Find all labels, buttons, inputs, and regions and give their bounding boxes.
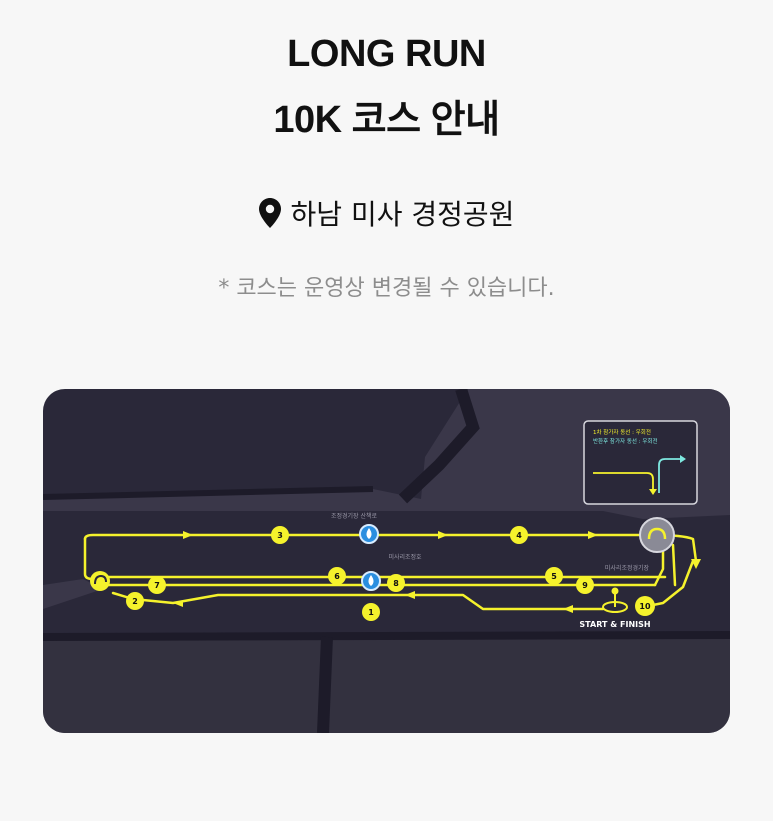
notice-text: * 코스는 운영상 변경될 수 있습니다. (218, 276, 555, 301)
course-map: 1 2 3 4 5 6 7 8 9 10 START & FINISH 조정경기… (43, 389, 730, 733)
marker-8: 8 (387, 574, 405, 592)
course-map-svg: 1 2 3 4 5 6 7 8 9 10 START & FINISH 조정경기… (43, 389, 730, 733)
svg-text:9: 9 (582, 581, 588, 590)
road-upper (43, 486, 374, 500)
svg-text:6: 6 (334, 572, 340, 581)
arrow-7 (563, 605, 573, 613)
marker-9: 9 (576, 576, 594, 594)
marker-5: 5 (545, 567, 563, 585)
upper-road-label: 조정경기장 산책로 (331, 512, 378, 520)
arrow-6 (405, 591, 415, 599)
route-bottom (111, 591, 605, 611)
location-pin-icon (258, 198, 281, 228)
page-title-line2: 10K 코스 안내 (273, 99, 500, 141)
route-arrows (173, 531, 701, 613)
start-flag-icon (602, 587, 628, 613)
water-stations (359, 524, 381, 591)
marker-10: 10 (635, 596, 655, 616)
page-title-line1: LONG RUN (287, 33, 486, 75)
svg-text:2: 2 (132, 597, 138, 606)
u-turn-icon-right (647, 527, 667, 540)
svg-text:4: 4 (516, 531, 522, 540)
location-row: 하남 미사 경정공원 (0, 193, 773, 233)
right-turnaround-circle (639, 517, 675, 553)
course-markers: 1 2 3 4 5 6 7 8 9 10 (126, 526, 655, 621)
arrow-1 (183, 531, 193, 539)
road-lower (43, 631, 730, 641)
road-north (398, 389, 480, 504)
start-finish-label: START & FINISH (579, 620, 650, 629)
marker-3: 3 (271, 526, 289, 544)
svg-text:8: 8 (393, 579, 399, 588)
road-south (317, 636, 333, 733)
marker-4: 4 (510, 526, 528, 544)
lake-label: 미사리조정호 (388, 553, 422, 561)
marker-7: 7 (148, 576, 166, 594)
stadium-label: 미사리조정경기장 (605, 564, 650, 572)
land-lower (43, 635, 730, 733)
location-name: 하남 미사 경정공원 (290, 198, 515, 231)
svg-text:5: 5 (551, 572, 557, 581)
svg-text:7: 7 (154, 581, 160, 590)
route-legend: 1차 참가자 동선 : 우회전 반환후 참가자 동선 : 우회전 (583, 420, 698, 505)
legend-first-lap: 1차 참가자 동선 : 우회전 (593, 428, 651, 436)
land-left (43, 579, 103, 609)
u-turn-icon (90, 571, 110, 591)
svg-text:3: 3 (277, 531, 283, 540)
land-upper (43, 389, 730, 519)
marker-6: 6 (328, 567, 346, 585)
route-left-top (83, 537, 95, 581)
svg-text:1: 1 (368, 608, 374, 617)
arrow-2 (438, 531, 448, 539)
arrow-5 (173, 600, 183, 607)
svg-text:10: 10 (639, 602, 651, 611)
route-right-inner2 (671, 543, 677, 587)
arrow-3 (588, 531, 598, 539)
arrow-4 (691, 559, 701, 569)
route-right-inner (653, 543, 665, 587)
marker-2: 2 (126, 592, 144, 610)
marker-1: 1 (362, 603, 380, 621)
legend-return: 반환후 참가자 동선 : 우회전 (593, 437, 658, 445)
route-lines (83, 533, 698, 611)
